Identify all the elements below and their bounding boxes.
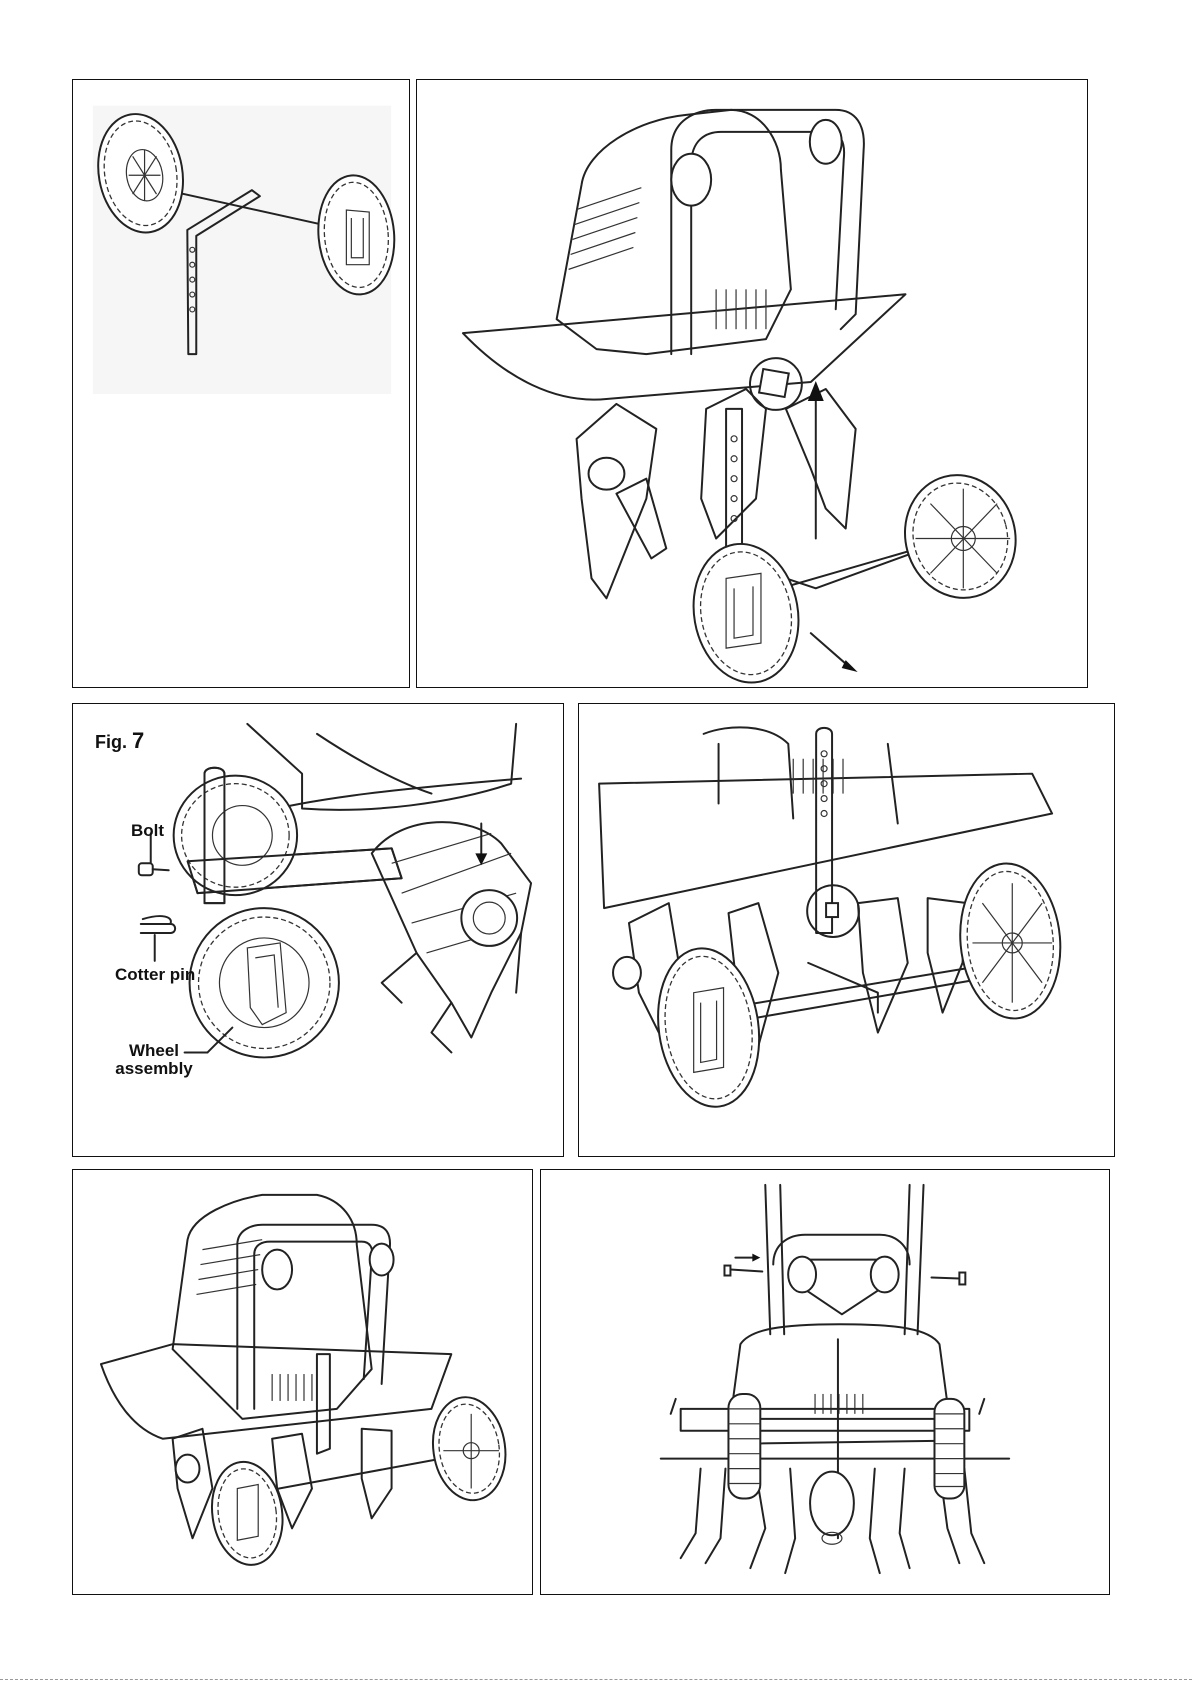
cotter-pin-icon <box>141 916 175 961</box>
tiller-install-drawing <box>417 80 1087 687</box>
wheel-assembly-label: Wheel assembly <box>113 1042 195 1078</box>
panel-install-wheels <box>416 79 1088 688</box>
wheel-icon <box>954 859 1067 1022</box>
wheel-icon <box>683 536 809 687</box>
panel-wheels-attached <box>578 703 1115 1157</box>
panel-wheel-assembly <box>72 79 410 688</box>
wheel-assembly-drawing <box>73 80 409 687</box>
wheel-icon <box>190 908 339 1057</box>
panel-fig-7: Fig. 7 <box>72 703 564 1157</box>
bolt-icon <box>724 1266 762 1276</box>
wheel-icon <box>427 1392 512 1504</box>
wheel-icon <box>934 1399 964 1499</box>
bolt-label: Bolt <box>131 822 164 840</box>
wheel-icon <box>648 942 769 1114</box>
panel-front-view <box>540 1169 1110 1595</box>
wheel-assembly-line1: Wheel <box>113 1042 195 1060</box>
fig-7-drawing <box>73 704 563 1156</box>
assembled-tiller-drawing <box>73 1170 532 1594</box>
bolt-icon <box>931 1273 965 1285</box>
wheel-icon <box>891 463 1029 611</box>
wheels-attached-drawing <box>579 704 1114 1156</box>
front-view-drawing <box>541 1170 1109 1594</box>
cotter-pin-label: Cotter pin <box>115 966 195 984</box>
wheel-icon <box>728 1394 760 1499</box>
panel-assembled-tiller <box>72 1169 533 1595</box>
page-bottom-edge <box>0 1679 1192 1685</box>
wheel-assembly-line2: assembly <box>113 1060 195 1078</box>
